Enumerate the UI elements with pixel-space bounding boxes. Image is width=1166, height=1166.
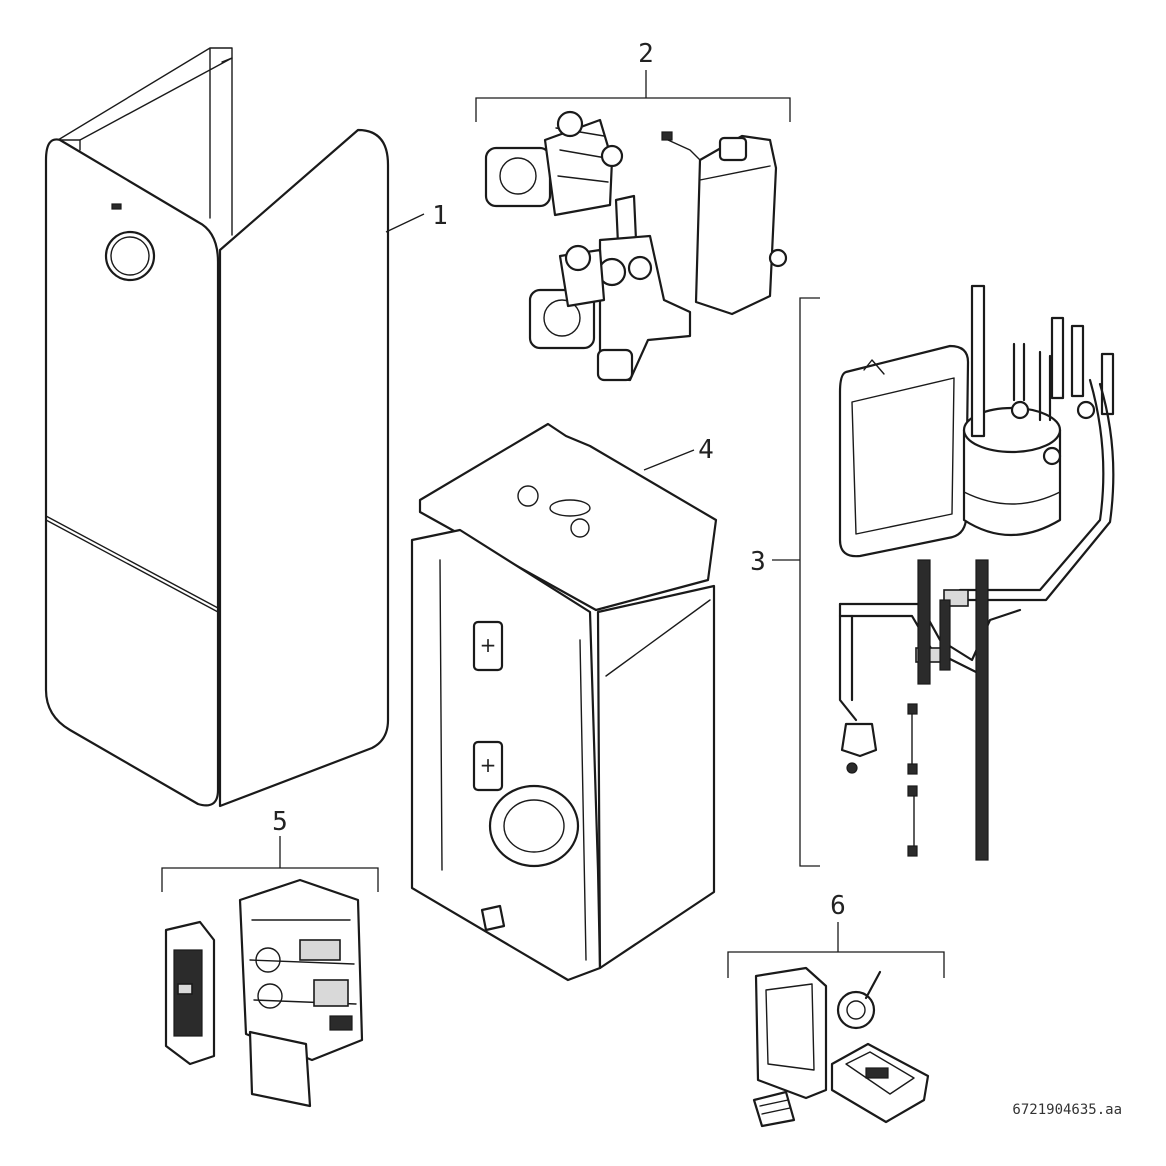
callout-label-6: 6 — [830, 891, 846, 921]
control-electronics — [164, 878, 364, 1108]
callout-label-4: 4 — [698, 435, 714, 465]
plus-mark: + — [480, 633, 497, 657]
hydraulic-module — [838, 284, 1115, 861]
pump-and-heater-kit — [484, 110, 788, 382]
callout-label-2: 2 — [638, 39, 654, 69]
plus-mark: + — [480, 753, 497, 777]
callout-label-5: 5 — [272, 807, 288, 837]
casing-assembly — [44, 47, 390, 808]
callout-lines — [161, 70, 945, 978]
callout-label-3: 3 — [750, 547, 766, 577]
accessory-kit — [752, 966, 930, 1128]
drawing-reference: 6721904635.aa — [1012, 1102, 1122, 1118]
tank-frame: + + — [410, 422, 718, 982]
callout-label-1: 1 — [432, 201, 448, 231]
